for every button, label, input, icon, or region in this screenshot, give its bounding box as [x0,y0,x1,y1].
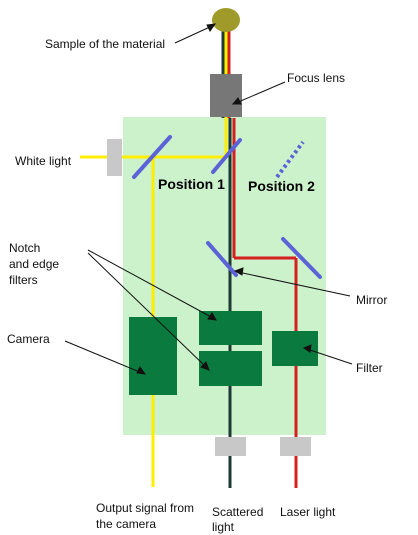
focus-lens [210,74,242,117]
label-white-light: White light [15,154,72,168]
sample [212,8,240,32]
sample-arrowhead [206,23,217,32]
label-filter: Filter [356,361,383,375]
label-laser-light: Laser light [280,505,336,519]
label-notch-line3: filters [9,273,38,287]
label-output-line2: the camera [96,517,156,531]
white-light-source [107,139,122,176]
notch-filter-upper [199,311,262,345]
label-sample: Sample of the material [45,37,165,51]
notch-lower-arrowhead [200,361,210,371]
mirror-position-2-dashed [275,140,305,179]
camera-arrowhead [136,366,147,375]
mirror-main [206,241,238,277]
notch-upper-arrowhead [207,312,217,321]
label-focus-lens: Focus lens [287,71,345,85]
label-notch-line2: and edge [9,257,59,271]
mirrors [132,135,322,279]
label-output-line1: Output signal from [96,501,194,515]
label-notch-line1: Notch [9,241,40,255]
mirror-white-light [132,135,172,179]
scattered-light-port [215,437,246,456]
label-mirror: Mirror [356,293,387,307]
label-scattered-line2: light [212,520,235,534]
laser-light-port [280,437,311,456]
mirror-laser [281,237,322,279]
leader-lines [64,23,353,375]
notch-filter-lower [199,351,262,386]
mirror-arrowhead [233,267,244,276]
label-position-2: Position 2 [248,178,315,194]
label-position-1: Position 1 [158,176,225,192]
mirror-position-1 [211,138,242,174]
filter-box [272,331,318,366]
label-camera: Camera [7,332,50,346]
label-scattered-line1: Scattered [212,505,263,519]
focus-lens-arrowhead [231,97,242,105]
filter-arrowhead [302,344,312,353]
camera-box [129,317,177,395]
